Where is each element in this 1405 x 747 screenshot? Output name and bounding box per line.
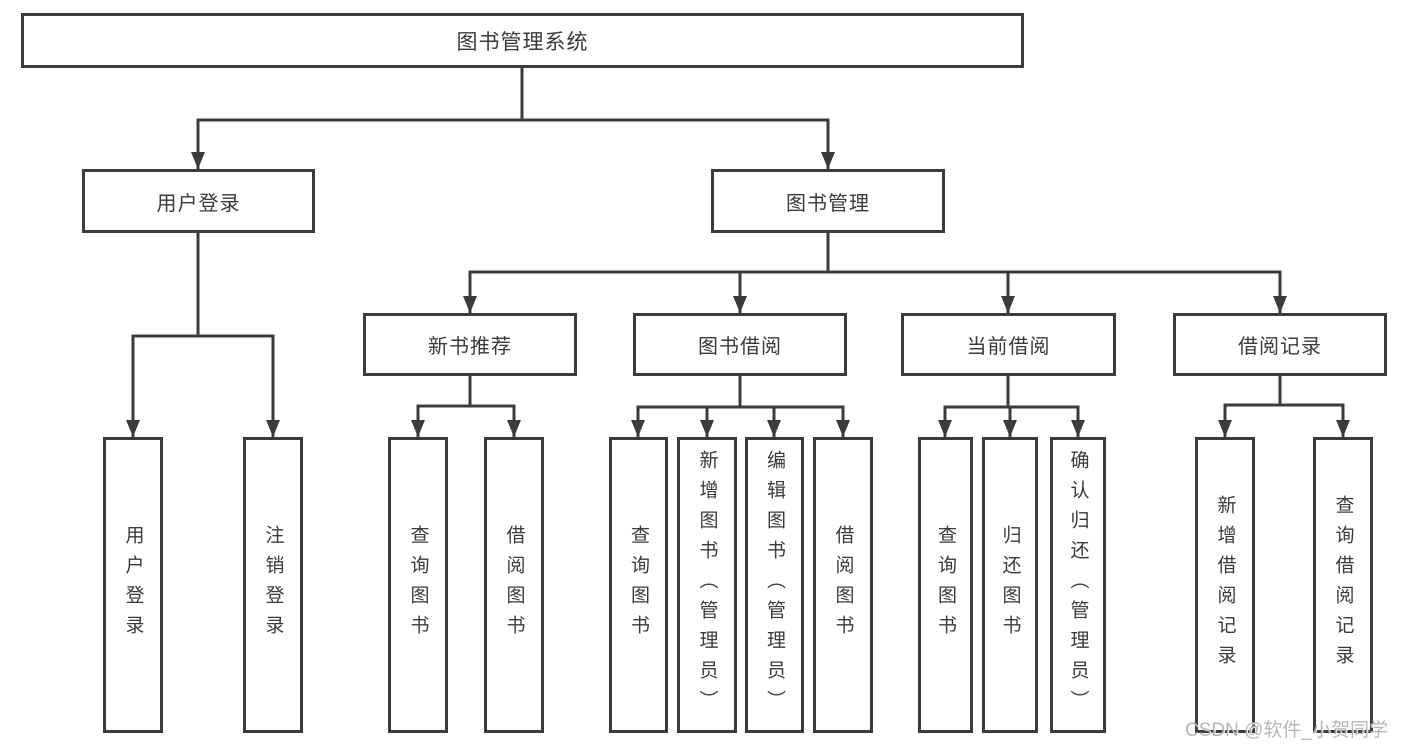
node-current-borrowing-label: 当前借阅	[966, 336, 1051, 358]
node-root-label: 图书管理系统	[456, 30, 589, 54]
node-borrowing-records-label: 借阅记录	[1238, 336, 1322, 358]
node-book-borrowing: 图书借阅	[633, 313, 847, 376]
connector-records-trunk	[1223, 374, 1345, 407]
leaf-add-books-admin-label: 新增图书（管理员）	[696, 450, 718, 720]
leaf-logout-login-label: 注销登录	[262, 525, 284, 645]
leaf-return-books: 归还图书	[982, 437, 1038, 733]
leaf-query-books-recommend: 查询图书	[388, 437, 448, 733]
leaf-add-borrow-record: 新增借阅记录	[1195, 437, 1255, 733]
leaf-logout-login: 注销登录	[243, 437, 303, 733]
leaf-add-borrow-record-label: 新增借阅记录	[1214, 495, 1236, 675]
leaf-user-login-label: 用户登录	[122, 525, 144, 645]
leaf-query-books-borrowing-label: 查询图书	[628, 525, 649, 645]
leaf-borrow-books-recommend: 借阅图书	[484, 437, 544, 733]
connector-borrowing-trunk	[636, 374, 845, 409]
leaf-borrow-books-recommend-label: 借阅图书	[503, 525, 525, 645]
node-current-borrowing: 当前借阅	[901, 313, 1116, 376]
connector-user-login-trunk	[131, 231, 275, 338]
node-user-login-label: 用户登录	[156, 192, 241, 215]
leaf-edit-books-admin: 编辑图书（管理员）	[745, 437, 804, 733]
connector-recommend-trunk	[416, 374, 516, 408]
leaf-confirm-return-admin-label: 确认归还（管理员）	[1067, 450, 1089, 720]
connector-book-mgmt-trunk	[468, 231, 1282, 274]
leaf-return-books-label: 归还图书	[999, 525, 1021, 645]
connector-current-trunk	[943, 374, 1080, 409]
leaf-query-books-current: 查询图书	[918, 437, 973, 733]
leaf-query-borrow-record: 查询借阅记录	[1313, 437, 1373, 733]
leaf-add-books-admin: 新增图书（管理员）	[677, 437, 737, 733]
leaf-query-books-borrowing: 查询图书	[609, 437, 668, 733]
node-new-book-recommend-label: 新书推荐	[428, 336, 512, 358]
csdn-watermark: CSDN @软件_小贺同学	[1185, 720, 1388, 741]
leaf-borrow-books-borrowing: 借阅图书	[813, 437, 873, 733]
connector-root-trunk	[196, 66, 830, 122]
leaf-query-borrow-record-label: 查询借阅记录	[1332, 495, 1354, 675]
node-new-book-recommend: 新书推荐	[363, 313, 577, 376]
node-book-borrowing-label: 图书借阅	[698, 336, 782, 358]
node-root-system: 图书管理系统	[21, 13, 1024, 68]
node-book-management: 图书管理	[711, 169, 945, 233]
leaf-borrow-books-borrowing-label: 借阅图书	[832, 525, 854, 645]
node-book-management-label: 图书管理	[786, 192, 870, 215]
leaf-confirm-return-admin: 确认归还（管理员）	[1050, 437, 1106, 733]
leaf-query-books-current-label: 查询图书	[935, 525, 956, 645]
leaf-query-books-recommend-label: 查询图书	[407, 525, 429, 645]
leaf-edit-books-admin-label: 编辑图书（管理员）	[764, 450, 785, 720]
node-user-login: 用户登录	[82, 169, 315, 233]
leaf-user-login: 用户登录	[103, 437, 163, 733]
node-borrowing-records: 借阅记录	[1173, 313, 1387, 376]
